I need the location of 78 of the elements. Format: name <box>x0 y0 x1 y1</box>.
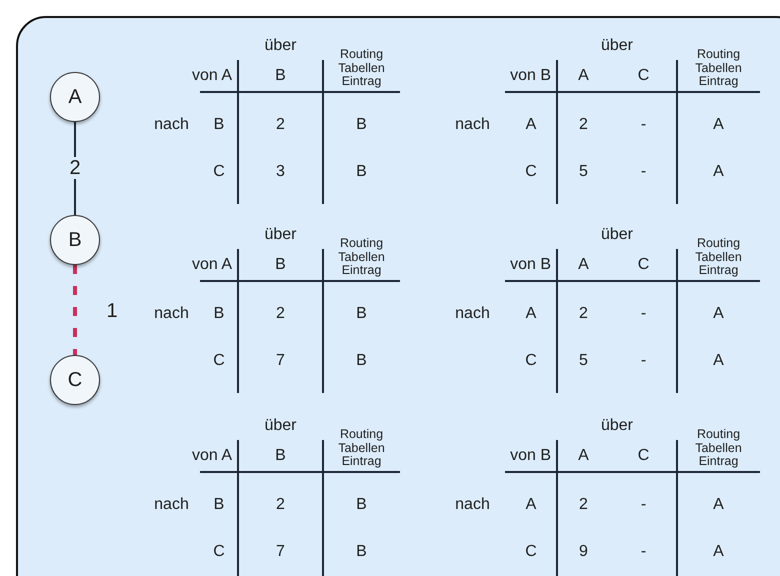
table-text: A <box>713 352 724 370</box>
column-header: Routing Tabellen Eintrag <box>337 236 386 278</box>
table-text: 7 <box>276 352 285 370</box>
table-text: A <box>526 496 536 514</box>
table-text: C <box>525 163 537 181</box>
table-text: A <box>526 305 536 323</box>
table-text: - <box>640 496 646 514</box>
table-text: nach <box>455 305 490 323</box>
table-text: C <box>638 256 650 274</box>
table-text: A <box>578 67 589 85</box>
column-header: Routing Tabellen Eintrag <box>694 428 743 469</box>
table-text: über <box>600 37 634 55</box>
table-text: C <box>638 67 650 85</box>
table-text: A <box>713 305 724 323</box>
table-text: - <box>640 305 646 323</box>
table-text: B <box>275 67 286 85</box>
table-text: über <box>264 417 297 435</box>
table-text: von B <box>510 447 551 465</box>
table-text: B <box>214 496 224 514</box>
table-text: C <box>525 352 537 370</box>
table-text: C <box>213 352 225 370</box>
table-text: von B <box>510 256 551 274</box>
table-text: über <box>600 226 634 244</box>
table-text: von A <box>192 447 232 465</box>
table-text: 5 <box>579 163 588 181</box>
table-text: B <box>356 352 367 370</box>
table-text: 5 <box>579 352 588 370</box>
connector-line <box>74 122 76 215</box>
table-text: A <box>713 163 724 181</box>
table-text: über <box>264 226 297 244</box>
table-text: über <box>264 37 297 55</box>
table-text: - <box>640 352 646 370</box>
table-text: A <box>713 116 724 134</box>
table-text: C <box>213 163 225 181</box>
table-text: nach <box>154 305 189 323</box>
table-text: 9 <box>579 543 588 561</box>
table-text: 2 <box>276 305 285 323</box>
table-text: A <box>578 447 589 465</box>
edge-label: 1 <box>105 300 119 322</box>
table-text: B <box>356 496 367 514</box>
table-text: 2 <box>579 305 588 323</box>
table-text: nach <box>154 496 189 514</box>
table-text: 2 <box>579 116 588 134</box>
table-text: 3 <box>276 163 285 181</box>
table-text: C <box>638 447 650 465</box>
column-header: Routing Tabellen Eintrag <box>694 236 743 278</box>
table-text: über <box>600 417 634 435</box>
table-text: B <box>214 305 224 323</box>
table-text: nach <box>455 496 490 514</box>
table-text: - <box>640 116 646 134</box>
column-header: Routing Tabellen Eintrag <box>337 48 386 89</box>
column-header: Routing Tabellen Eintrag <box>694 48 743 89</box>
table-text: - <box>640 543 646 561</box>
table-text: 2 <box>276 496 285 514</box>
table-text: B <box>356 305 367 323</box>
table-text: C <box>525 543 537 561</box>
table-text: A <box>578 256 589 274</box>
table-text: A <box>713 496 724 514</box>
table-text: B <box>275 256 286 274</box>
table-text: B <box>214 116 224 134</box>
table-text: B <box>356 163 367 181</box>
table-text: - <box>640 163 646 181</box>
table-text: B <box>356 116 367 134</box>
table-text: B <box>275 447 286 465</box>
dashed-connector <box>73 265 77 355</box>
table-text: von A <box>192 67 232 85</box>
column-header: Routing Tabellen Eintrag <box>337 428 386 469</box>
table-text: von B <box>510 67 551 85</box>
table-text: 7 <box>276 543 285 561</box>
table-text: von A <box>192 256 232 274</box>
table-text: 2 <box>579 496 588 514</box>
table-text: 2 <box>276 116 285 134</box>
table-text: nach <box>455 116 490 134</box>
table-text: A <box>713 543 724 561</box>
table-text: B <box>356 543 367 561</box>
table-text: C <box>213 543 225 561</box>
table-text: nach <box>154 116 189 134</box>
table-text: A <box>526 116 536 134</box>
